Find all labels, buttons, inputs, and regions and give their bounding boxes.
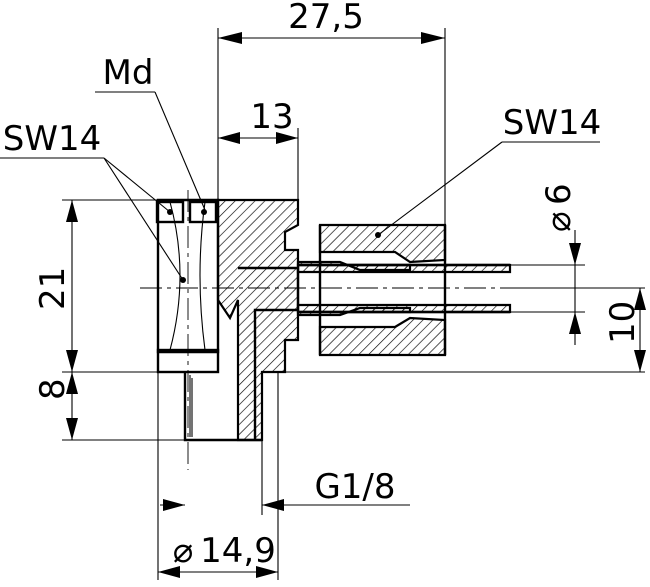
dim-length-head: 13	[218, 97, 299, 200]
label-diameter-tube: 6	[539, 183, 579, 205]
tube	[296, 263, 512, 314]
dim-height-21: 21	[33, 199, 158, 373]
label-length-total: 27,5	[288, 0, 364, 37]
dim-thread: G1/8	[160, 440, 410, 515]
dim-length-total: 27,5	[217, 0, 446, 225]
label-height-8: 8	[33, 378, 73, 400]
dim-offset: 10	[285, 287, 646, 373]
label-md: Md	[103, 53, 154, 93]
label-height-21: 21	[33, 267, 73, 310]
dim-diameter-thread: ⌀ 14,9	[157, 372, 279, 580]
label-diameter-symbol-thread: ⌀	[173, 531, 193, 571]
label-diameter-symbol-tube: ⌀	[539, 212, 579, 232]
label-thread: G1/8	[314, 467, 395, 507]
label-length-head: 13	[250, 97, 293, 137]
union-nut	[296, 223, 447, 357]
label-group-md: Md	[95, 53, 206, 211]
label-offset: 10	[603, 301, 643, 344]
label-diameter-thread: 14,9	[200, 531, 276, 571]
label-sw-left: SW14	[3, 119, 101, 159]
dim-height-8: 8	[33, 372, 185, 441]
label-sw-right: SW14	[503, 103, 601, 143]
dim-diameter-tube: ⌀ 6	[510, 183, 585, 345]
label-group-sw-right: SW14	[375, 103, 601, 238]
label-group-sw-left: SW14	[0, 119, 186, 283]
fitting-body	[155, 198, 300, 442]
